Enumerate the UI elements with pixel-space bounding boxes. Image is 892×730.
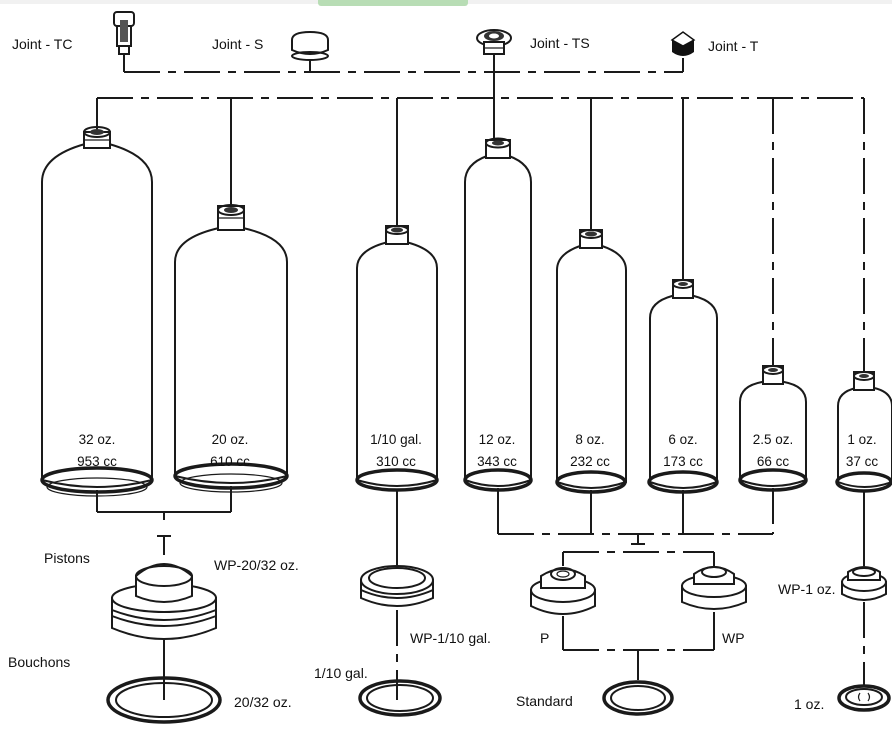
cap-1oz-icon [837,684,891,712]
joint-ts-label: Joint - TS [530,35,590,51]
bottle-2-5oz-size: 2.5 oz. [753,432,794,447]
cap-20-32-icon [106,676,222,724]
bottle-1-10gal-size: 1/10 gal. [370,432,422,447]
cap-20-32-label: 20/32 oz. [234,694,292,710]
cap-1oz-label: 1 oz. [794,696,824,712]
joint-s-label: Joint - S [212,36,263,52]
bottle-6oz-volume: 173 cc [663,454,703,469]
bottle-1oz-volume: 37 cc [846,454,879,469]
joint-tc-label: Joint - TC [12,36,72,52]
cap-standard-icon [602,680,674,716]
bottle-12oz [463,137,533,492]
bottle-32oz [40,126,154,497]
bottle-32oz-size: 32 oz. [79,432,116,447]
bottle-8oz-size: 8 oz. [575,432,604,447]
bottle-32oz-volume: 953 cc [77,454,117,469]
bouchons-section-label: Bouchons [8,654,70,670]
bottle-1-10gal-volume: 310 cc [376,454,416,469]
cap-1-10-label: 1/10 gal. [314,665,368,681]
joint-t-icon [670,31,696,56]
bottle-1oz [835,371,892,493]
bottle-1-10gal [355,225,439,492]
bottle-20oz [173,204,289,493]
piston-wp-20-32-icon [111,563,217,640]
joint-tc-icon [113,11,135,55]
cap-standard-label: Standard [516,693,573,709]
joint-t-label: Joint - T [708,38,759,54]
bottle-8oz-volume: 232 cc [570,454,610,469]
piston-p-icon [530,567,596,615]
piston-wp-1-10-icon [360,565,434,607]
bottle-20oz-size: 20 oz. [212,432,249,447]
bottle-12oz-size: 12 oz. [479,432,516,447]
bottle-20oz-volume: 610 cc [210,454,250,469]
piston-p-label: P [540,630,549,646]
bottle-1oz-size: 1 oz. [847,432,876,447]
bottle-6oz-size: 6 oz. [668,432,697,447]
joint-s-icon [291,30,329,61]
piston-wp-20-32-label: WP-20/32 oz. [214,557,299,573]
bottle-12oz-volume: 343 cc [477,454,517,469]
cap-1-10-icon [358,679,442,717]
piston-wp-1-10-label: WP-1/10 gal. [410,630,491,646]
bottle-6oz [647,279,719,494]
bottle-2-5oz-volume: 66 cc [757,454,790,469]
pistons-section-label: Pistons [44,550,90,566]
piston-wp-icon [681,566,747,610]
joint-ts-icon [476,29,512,55]
piston-wp-1oz-label: WP-1 oz. [778,581,836,597]
bottle-8oz [555,229,627,494]
top-tab [318,0,468,6]
piston-wp-label: WP [722,630,745,646]
bottle-2-5oz [738,365,808,492]
piston-wp-1oz-icon [841,566,887,601]
